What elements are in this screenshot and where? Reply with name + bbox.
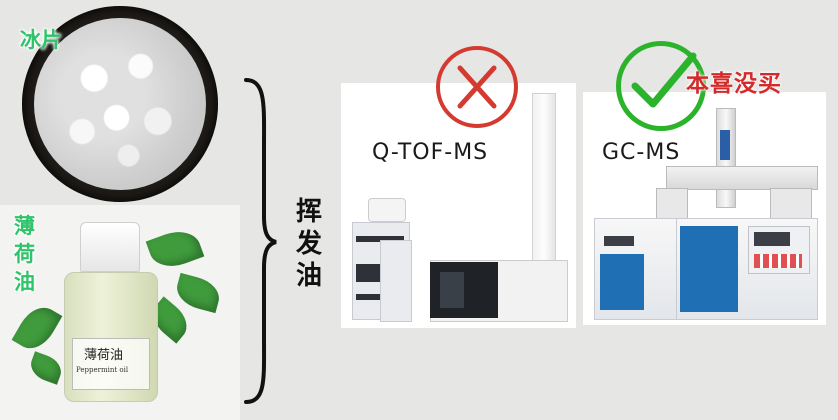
check-mark-icon: [616, 41, 706, 131]
gc-ms-label: GC-MS: [602, 140, 681, 165]
peppermint-label-char: 油: [14, 270, 35, 294]
cross-mark-glyph: [457, 65, 497, 109]
lc-module-stripe: [356, 236, 404, 242]
brace-icon: [244, 78, 277, 404]
gc-keypad: [754, 254, 802, 268]
bottle-label: [72, 338, 150, 390]
volatile-oil-label: 挥 发 油: [296, 196, 326, 292]
ms-display: [604, 236, 634, 246]
peppermint-label-char: 荷: [14, 242, 35, 266]
sample-tray: [770, 188, 812, 220]
check-mark-glyph: [631, 52, 697, 108]
sample-tray: [656, 188, 688, 220]
camphor-label: 冰片: [20, 28, 62, 52]
purchase-note: 本喜没买: [686, 71, 782, 97]
camphor-crystals: [34, 18, 206, 190]
tof-flight-tube: [532, 93, 556, 265]
qtof-ms-label: Q-TOF-MS: [372, 140, 489, 165]
bottle-label-subtitle: Peppermint oil: [76, 366, 129, 374]
peppermint-label-char: 薄: [14, 214, 35, 238]
volatile-oil-char: 挥: [296, 197, 323, 227]
autosampler-badge: [720, 130, 730, 160]
ms-source-door: [440, 272, 464, 308]
gc-blue-panel: [680, 226, 738, 312]
solvent-bottles: [368, 198, 406, 222]
cross-mark-icon: [436, 46, 518, 128]
volatile-oil-char: 发: [296, 229, 323, 259]
autosampler-rail: [666, 166, 818, 190]
ms-blue-panel: [600, 254, 644, 310]
bottle-cap: [80, 222, 140, 272]
bottle-label-title: 薄荷油: [84, 348, 124, 363]
volatile-oil-char: 油: [296, 261, 323, 291]
gc-screen: [754, 232, 790, 246]
lc-autosampler: [380, 240, 412, 322]
